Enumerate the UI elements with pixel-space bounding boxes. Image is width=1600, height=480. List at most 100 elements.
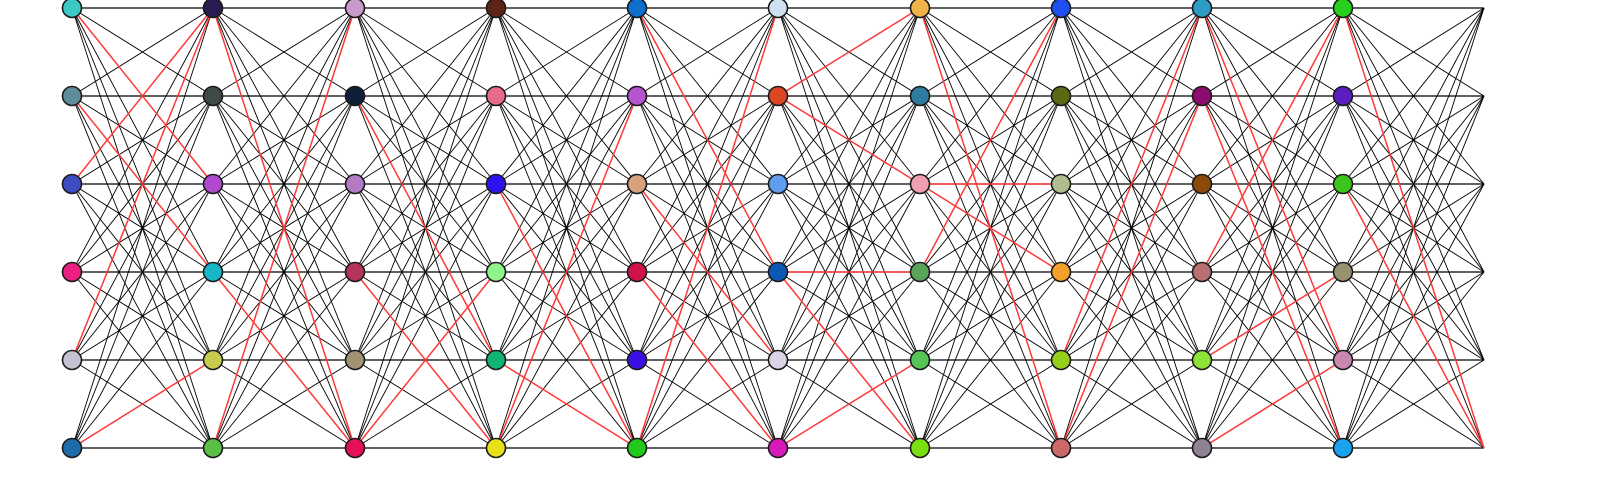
edge	[1060, 359, 1203, 449]
graph-node	[626, 349, 648, 371]
edge	[919, 271, 1062, 449]
edge	[919, 183, 1062, 449]
edge	[636, 7, 779, 97]
edge	[1342, 7, 1485, 185]
edge	[71, 7, 214, 97]
graph-node	[344, 173, 366, 195]
highlighted-edges-layer	[71, 7, 1485, 449]
highlight-edge	[636, 7, 779, 273]
graph-node	[767, 261, 789, 283]
graph-node	[767, 85, 789, 107]
graph-node	[61, 261, 83, 283]
edge	[1060, 7, 1203, 97]
graph-node	[1332, 349, 1354, 371]
graph-node	[626, 173, 648, 195]
graph-node	[61, 349, 83, 371]
highlight-edge	[919, 7, 1062, 273]
edge	[495, 271, 638, 449]
graph-node	[1050, 437, 1072, 459]
graph-node	[626, 261, 648, 283]
edge	[71, 271, 214, 449]
graph-node	[485, 173, 507, 195]
nodes-layer	[61, 0, 1354, 459]
graph-node	[1191, 261, 1213, 283]
graph-node	[767, 349, 789, 371]
graph-node	[344, 437, 366, 459]
edge	[71, 7, 214, 449]
graph-node	[626, 0, 648, 19]
graph-node	[767, 173, 789, 195]
highlight-edge	[777, 7, 921, 97]
graph-node	[909, 0, 931, 19]
edge	[1060, 271, 1203, 449]
highlight-edge	[71, 7, 214, 185]
edge	[1201, 7, 1344, 97]
graph-node	[1191, 349, 1213, 371]
edge	[354, 7, 497, 97]
edge	[495, 7, 638, 97]
highlight-edge	[1201, 7, 1344, 361]
highlight-edge	[495, 95, 638, 449]
edge	[71, 7, 214, 273]
graph-node	[1050, 261, 1072, 283]
graph-node	[626, 437, 648, 459]
edge	[212, 7, 356, 185]
edge	[354, 95, 497, 449]
graph-node	[1332, 173, 1354, 195]
edge	[495, 7, 638, 185]
graph-node	[1191, 173, 1213, 195]
edge	[777, 7, 921, 185]
graph-node	[344, 0, 366, 19]
edge	[354, 183, 497, 449]
highlight-edge	[495, 183, 638, 449]
edge	[212, 7, 356, 273]
highlight-edge	[1201, 271, 1344, 361]
highlight-edge	[777, 359, 921, 449]
graph-node	[1191, 437, 1213, 459]
graph-node	[1050, 0, 1072, 19]
graph-node	[202, 173, 224, 195]
highlight-edge	[1201, 359, 1344, 449]
edge	[636, 359, 779, 449]
graph-node	[909, 437, 931, 459]
graph-node	[202, 437, 224, 459]
highlight-edge	[354, 95, 497, 361]
edge	[1060, 183, 1203, 449]
edge	[71, 183, 214, 449]
edge	[919, 95, 1062, 449]
graph-node	[485, 437, 507, 459]
edge	[1342, 95, 1485, 449]
graph-node	[767, 437, 789, 459]
edge	[495, 7, 638, 361]
edge	[1342, 7, 1485, 361]
highlight-edge	[1201, 7, 1344, 273]
graph-node	[202, 349, 224, 371]
graph-node	[909, 85, 931, 107]
graph-node	[909, 261, 931, 283]
edge	[777, 183, 921, 449]
graph-node	[1050, 349, 1072, 371]
graph-node	[344, 349, 366, 371]
edge	[354, 359, 497, 449]
graph-node	[485, 349, 507, 371]
graph-node	[909, 349, 931, 371]
graph-node	[1332, 0, 1354, 19]
highlight-edge	[1342, 7, 1485, 449]
edge	[354, 7, 497, 185]
highlight-edge	[1060, 7, 1203, 361]
highlight-edge	[636, 183, 779, 361]
graph-node	[1191, 85, 1213, 107]
graph-node	[61, 85, 83, 107]
graph-node	[1191, 0, 1213, 19]
edge	[919, 7, 1062, 185]
graph-node	[202, 85, 224, 107]
graph-node	[202, 0, 224, 19]
graph-node	[1332, 437, 1354, 459]
highlight-edge	[636, 7, 779, 449]
graph-node	[61, 173, 83, 195]
highlight-edge	[919, 7, 1062, 449]
graph-node	[202, 261, 224, 283]
highlight-edge	[71, 359, 214, 449]
edge	[1060, 7, 1203, 185]
